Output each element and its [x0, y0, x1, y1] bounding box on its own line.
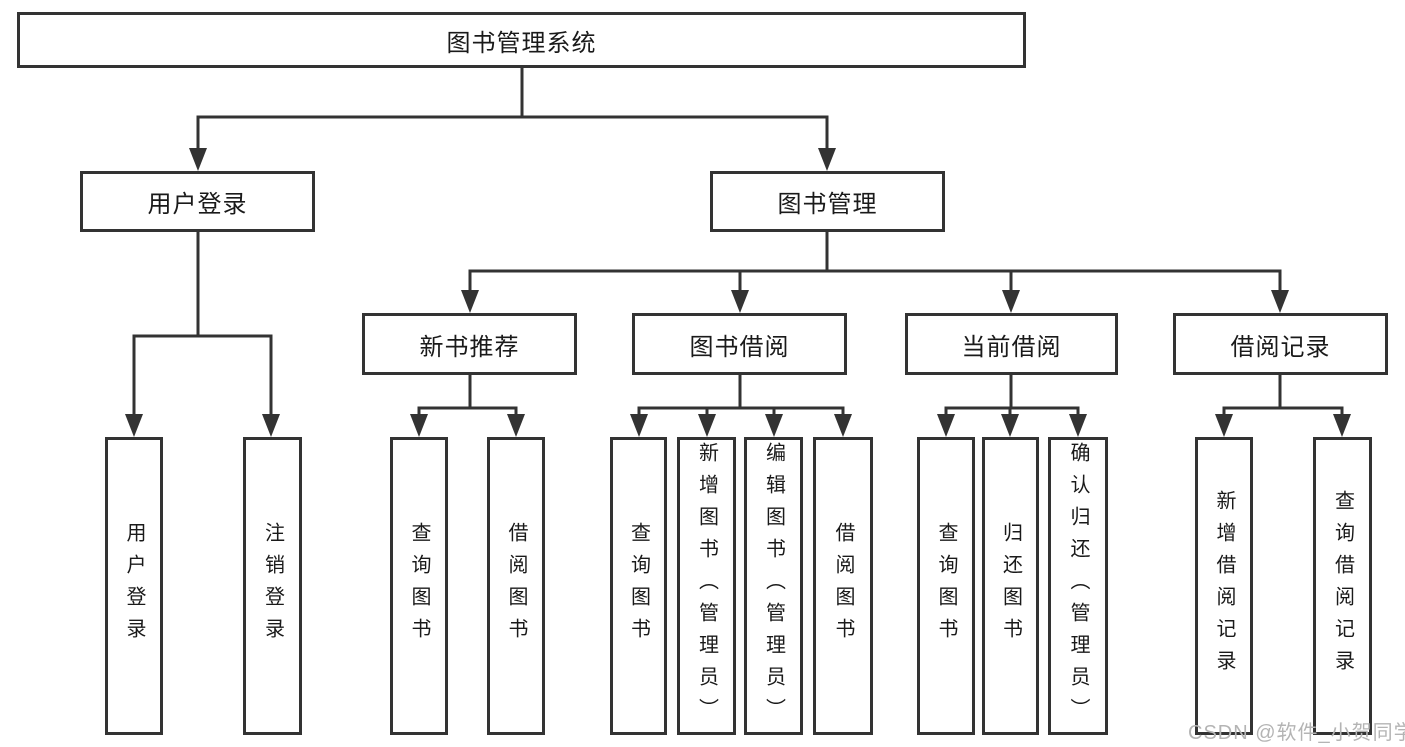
node-book-borrowing: 图书借阅 [632, 313, 847, 375]
leaf-return-books: 归还图书 [982, 437, 1039, 735]
leaf-confirm-return-admin: 确认归还（管理员） [1048, 437, 1108, 735]
leaf-query-books-2: 查询图书 [610, 437, 667, 735]
node-library-system: 图书管理系统 [17, 12, 1026, 68]
node-book-management: 图书管理 [710, 171, 945, 232]
leaf-add-books-admin: 新增图书（管理员） [677, 437, 736, 735]
leaf-query-books-3: 查询图书 [917, 437, 975, 735]
watermark: CSDN @软件_小贺同学 [1188, 722, 1405, 744]
node-new-book-recommend: 新书推荐 [362, 313, 577, 375]
node-current-borrowing: 当前借阅 [905, 313, 1118, 375]
leaf-edit-books-admin: 编辑图书（管理员） [744, 437, 803, 735]
arrowheads [125, 148, 1351, 437]
leaf-borrow-books-2: 借阅图书 [813, 437, 873, 735]
node-borrowing-records: 借阅记录 [1173, 313, 1388, 375]
leaf-user-login: 用户登录 [105, 437, 163, 735]
connector-paths [132, 68, 1344, 420]
leaf-logout: 注销登录 [243, 437, 302, 735]
node-user-login: 用户登录 [80, 171, 315, 232]
leaf-query-borrow-record: 查询借阅记录 [1313, 437, 1372, 735]
leaf-borrow-books-1: 借阅图书 [487, 437, 545, 735]
leaf-query-books-1: 查询图书 [390, 437, 448, 735]
leaf-add-borrow-record: 新增借阅记录 [1195, 437, 1253, 735]
